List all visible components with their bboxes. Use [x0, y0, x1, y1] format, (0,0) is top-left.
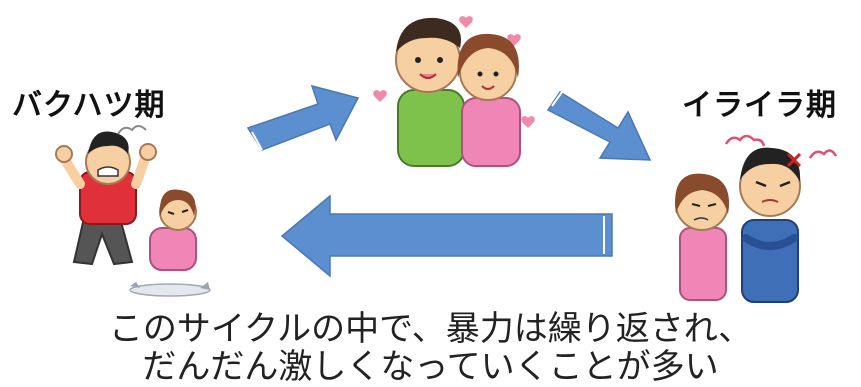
steam-icon [724, 134, 766, 147]
steam-icon [808, 149, 838, 159]
caption-line-1: このサイクルの中で、暴力は繰り返され、 [108, 309, 753, 349]
heart-icon [507, 34, 521, 46]
heart-icon [459, 16, 473, 28]
anger-mark-icon [786, 152, 802, 168]
stage-label-tension: イライラ期 [682, 88, 837, 123]
heart-icon [521, 116, 535, 128]
steam-icon [117, 125, 147, 135]
arrow-tension-to-explosion [280, 194, 613, 278]
stage-label-explosion: バクハツ期 [12, 88, 166, 123]
heart-icon [373, 90, 387, 102]
honeymoon-couple-illustration [373, 16, 535, 167]
tension-couple-illustration [675, 134, 838, 303]
arrow-honeymoon-to-tension [546, 90, 652, 161]
caption-line-2: だんだん激しくなっていくことが多い [142, 347, 719, 387]
explosion-couple-illustration [55, 125, 211, 297]
arrow-explosion-to-honeymoon [246, 84, 360, 151]
